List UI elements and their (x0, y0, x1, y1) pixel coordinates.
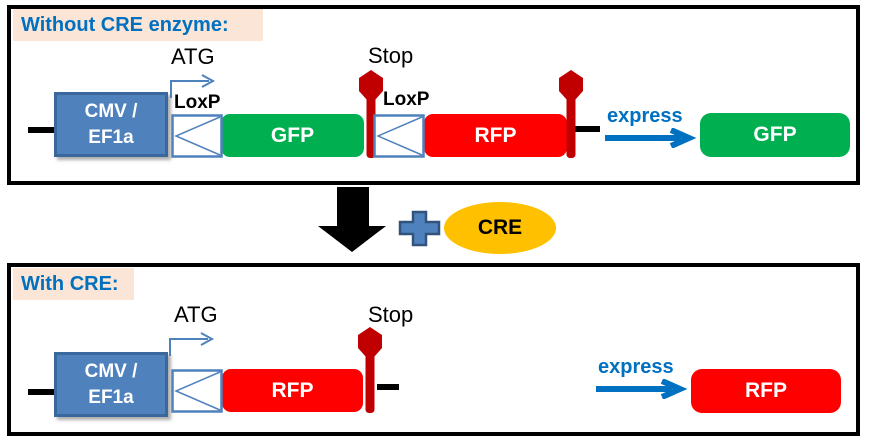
promoter-line1: CMV / (84, 360, 138, 382)
rfp-result-box: RFP (691, 369, 841, 413)
gfp-gene-label: GFP (270, 123, 315, 147)
loxp-label: LoxP (174, 92, 221, 113)
dna-line-segment (574, 126, 600, 132)
express-label: express (607, 105, 683, 127)
dna-line-segment (28, 389, 55, 395)
loxp-site-icon (171, 369, 223, 413)
express-arrow-icon (596, 379, 688, 399)
gfp-result-box: GFP (700, 113, 850, 157)
rfp-result-label: RFP (745, 379, 787, 402)
cre-enzyme-label: CRE (477, 216, 523, 239)
plus-icon (398, 210, 441, 247)
stop-signal-icon (358, 327, 382, 413)
loxp-site-icon (171, 114, 223, 158)
express-label: express (598, 356, 674, 378)
panel-with-cre-title: With CRE: (13, 268, 134, 300)
down-arrow-icon (318, 187, 386, 252)
atg-label: ATG (174, 302, 218, 327)
gfp-result-label: GFP (753, 123, 797, 146)
promoter-line1: CMV / (84, 100, 138, 122)
promoter-box: CMV / EF1a (54, 92, 168, 157)
stop-signal-icon (559, 70, 583, 158)
promoter-line2: EF1a (88, 126, 134, 148)
promoter-box: CMV / EF1a (54, 352, 168, 417)
gfp-gene-box: GFP (221, 114, 364, 157)
rfp-gene-box: RFP (222, 369, 363, 412)
rfp-gene-box: RFP (424, 114, 567, 157)
promoter-line2: EF1a (88, 386, 134, 408)
atg-label: ATG (171, 44, 215, 69)
dna-line-segment (28, 127, 55, 133)
cre-enzyme-ellipse: CRE (444, 202, 556, 254)
transcription-start-arrow-icon (169, 332, 215, 356)
transcription-start-arrow-icon (170, 74, 216, 98)
stop-label: Stop (368, 302, 414, 327)
stop-label: Stop (368, 43, 414, 68)
loxp-label: LoxP (383, 89, 430, 110)
express-arrow-icon (605, 128, 697, 148)
loxp-site-icon (373, 114, 425, 158)
rfp-gene-label: RFP (271, 378, 314, 402)
rfp-gene-label: RFP (474, 123, 517, 147)
panel-without-cre-title: Without CRE enzyme: (13, 9, 263, 41)
dna-line-segment (377, 384, 399, 390)
